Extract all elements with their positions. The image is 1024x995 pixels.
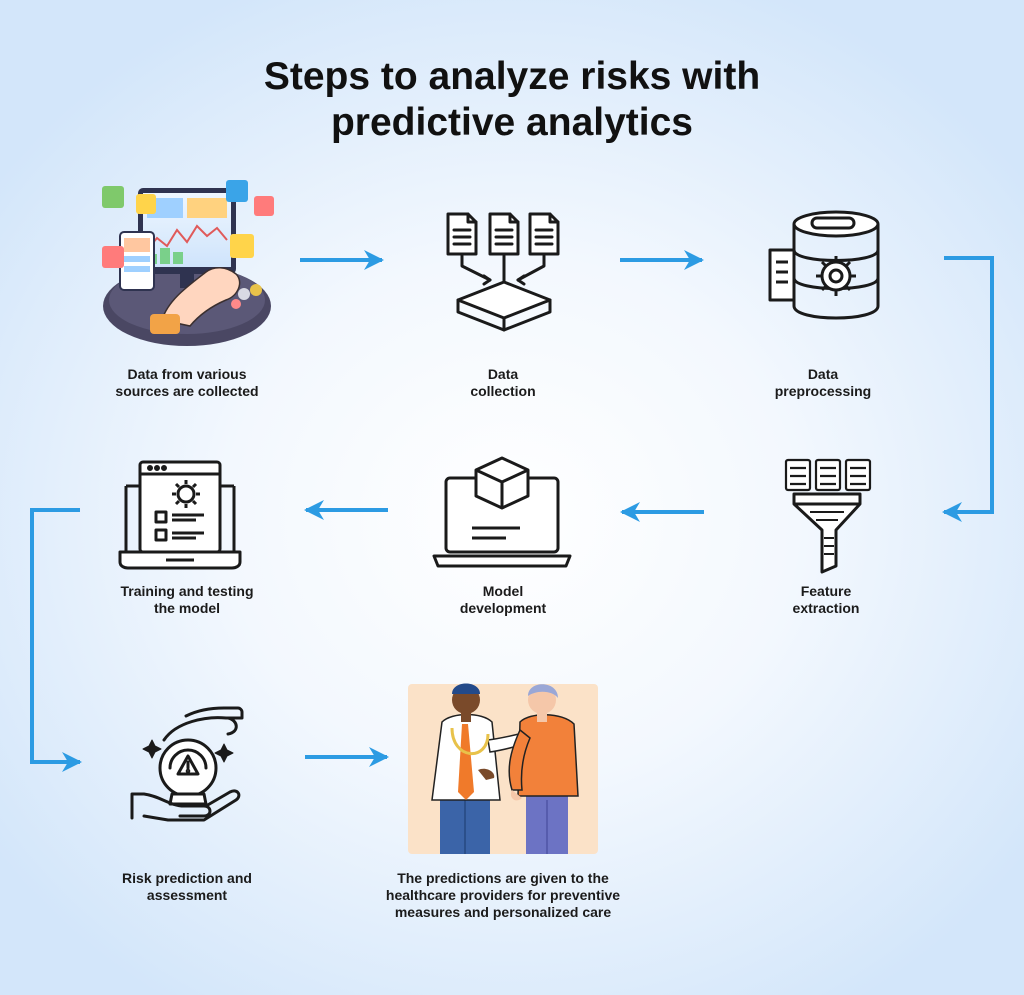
step-2-label: Data collection	[470, 366, 536, 399]
checklist-funnel-icon	[784, 458, 872, 574]
step-5-label: Model development	[459, 583, 547, 616]
step-6-label: Training and testing the model	[120, 583, 254, 616]
flow-arrows	[30, 250, 994, 772]
step-3-label: Data preprocessing	[774, 366, 872, 399]
laptop-cube-icon	[432, 456, 572, 568]
step-7-label: Risk prediction and assessment	[122, 870, 252, 903]
database-gear-icon	[768, 210, 880, 320]
diagram-title: Steps to analyze risks with predictive a…	[112, 54, 912, 146]
laptop-gear-checklist-icon	[118, 460, 242, 570]
doctor-patient-illustration	[408, 683, 598, 854]
arrow-step6-to-step7	[30, 508, 82, 772]
hands-crystal-ball-warning-icon	[130, 706, 244, 822]
step-4-label: Feature extraction	[792, 583, 860, 616]
step-8-label: The predictions are given to the healthc…	[385, 870, 621, 920]
data-sources-illustration	[102, 180, 274, 346]
title-line-1: Steps to analyze risks with	[263, 55, 761, 98]
step-1-label: Data from various sources are collected	[115, 366, 259, 399]
arrow-step3-to-step4	[942, 256, 994, 522]
documents-to-tray-icon	[446, 212, 560, 332]
title-line-2: predictive analytics	[330, 101, 693, 144]
